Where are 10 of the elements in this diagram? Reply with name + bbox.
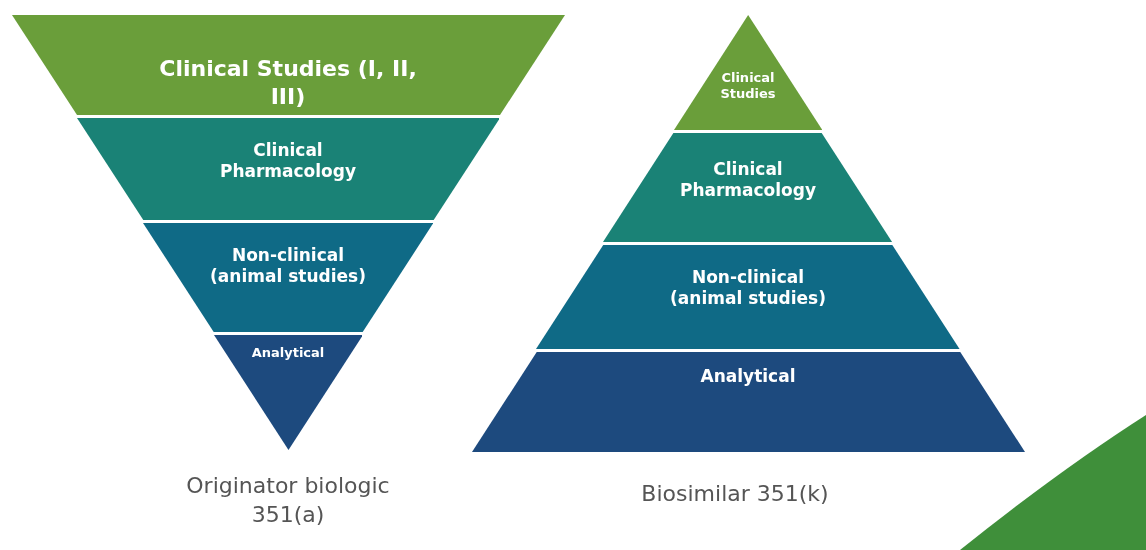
band-label: Clinical Studies (719, 70, 777, 103)
band-label: Analytical (699, 366, 797, 388)
band-label: Non-clinical (animal studies) (669, 267, 827, 310)
pyramid-caption: Originator biologic 351(a) (185, 472, 391, 529)
pyramid-caption: Biosimilar 351(k) (640, 480, 830, 508)
band-label: Analytical (250, 345, 326, 362)
band-label: Clinical Pharmacology (218, 140, 358, 183)
band-label: Non-clinical (animal studies) (209, 245, 367, 288)
band-label: Clinical Pharmacology (678, 159, 818, 202)
band-label: Clinical Studies (I, II, III) (158, 55, 418, 110)
